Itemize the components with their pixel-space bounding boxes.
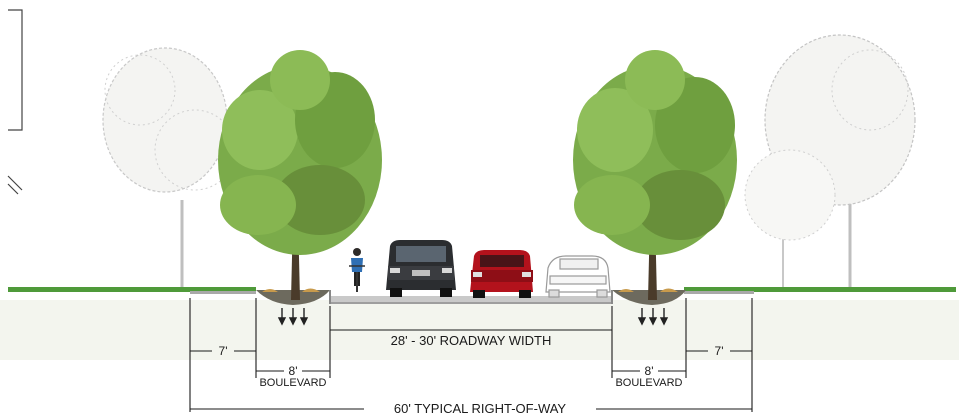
dimension-lines <box>189 298 753 412</box>
green-tree-left <box>218 50 382 300</box>
roadway-width-label: 28' - 30' ROADWAY WIDTH <box>391 333 552 348</box>
infiltration-arrows-left <box>277 308 309 326</box>
white-car <box>545 255 611 298</box>
right-sidewalk-dimension: 7' <box>715 344 724 358</box>
dark-suv <box>386 240 456 297</box>
right-boulevard-label: BOULEVARD <box>615 377 682 389</box>
cyclist <box>349 248 365 292</box>
ground <box>8 287 956 305</box>
sidewalk-right <box>684 291 754 294</box>
grass-right <box>684 287 956 292</box>
left-boulevard-dimension: 8' <box>289 364 298 378</box>
infiltration-arrows-right <box>637 308 669 326</box>
building-outline-fragment <box>7 9 23 195</box>
green-tree-right <box>573 50 737 300</box>
right-boulevard-dimension: 8' <box>645 364 654 378</box>
sidewalk-left <box>190 291 256 294</box>
left-boulevard-label: BOULEVARD <box>259 377 326 389</box>
left-sidewalk-dimension: 7' <box>219 344 228 358</box>
ghost-tree-left <box>102 47 236 292</box>
right-of-way-label: 60' TYPICAL RIGHT-OF-WAY <box>394 401 567 416</box>
grass-left <box>8 287 256 292</box>
red-car <box>470 250 533 298</box>
roadway-surface <box>330 296 612 303</box>
ghost-tree-right <box>744 34 916 292</box>
